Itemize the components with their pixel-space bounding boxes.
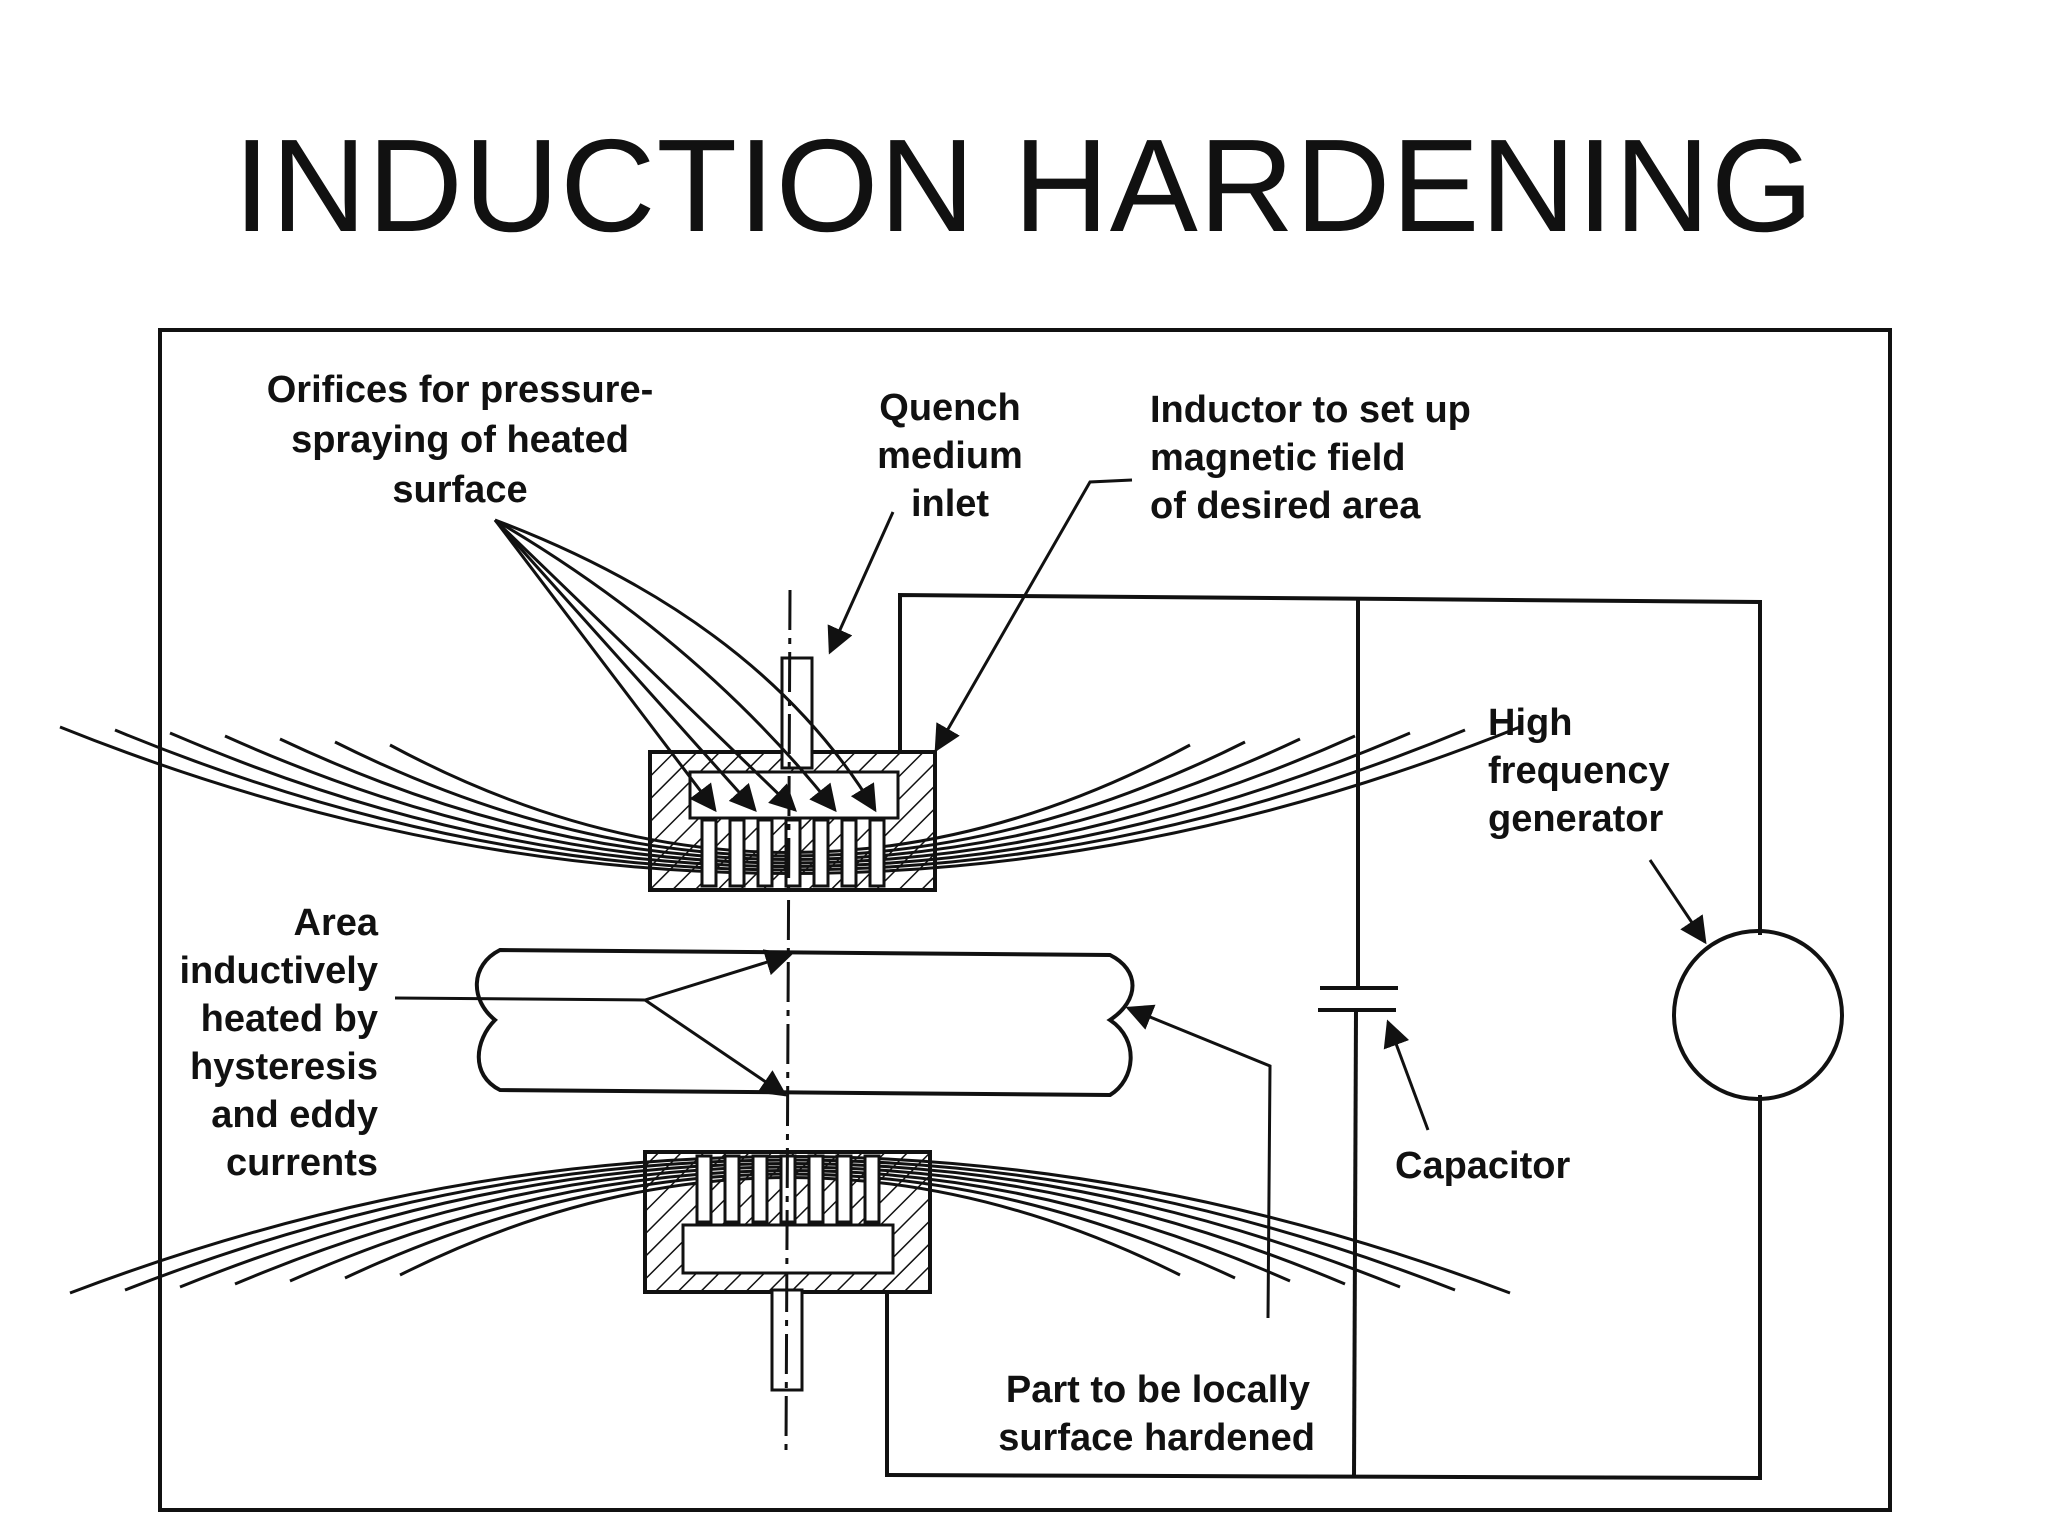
label-quench-line2: medium (877, 435, 1023, 477)
label-area-line6: currents (226, 1142, 378, 1184)
spray-orifice (728, 818, 746, 888)
spray-orifice (812, 818, 830, 888)
capacitor-symbol (1318, 986, 1398, 1012)
spray-orifice (807, 1154, 825, 1224)
center-axis (784, 589, 792, 1451)
label-orifices-line2: spraying of heated (291, 419, 629, 461)
spray-orifice (863, 1154, 881, 1224)
label-generator: High frequency generator (1488, 702, 1670, 840)
label-orifices-line3: surface (392, 469, 527, 511)
diagram-frame (158, 328, 1892, 1512)
label-generator-line2: frequency (1488, 750, 1670, 792)
label-generator-line1: High (1488, 702, 1572, 744)
spray-orifice (835, 1154, 853, 1224)
label-capacitor: Capacitor (1395, 1145, 1570, 1187)
label-area-line5: and eddy (211, 1094, 378, 1136)
label-inductor: Inductor to set up magnetic field of des… (1150, 389, 1471, 527)
label-inductor-line1: Inductor to set up (1150, 389, 1471, 431)
label-area-line1: Area (294, 902, 379, 944)
label-area: Area inductively heated by hysteresis an… (180, 902, 379, 1184)
label-part: Part to be locally surface hardened (998, 1369, 1315, 1459)
label-quench-line1: Quench (879, 387, 1020, 429)
label-quench: Quench medium inlet (877, 387, 1023, 525)
spray-orifice (700, 818, 718, 888)
label-inductor-line2: magnetic field (1150, 437, 1406, 479)
spray-orifice (840, 818, 858, 888)
spray-orifice (868, 818, 886, 888)
generator-symbol (1672, 929, 1844, 1101)
workpiece-shaft (474, 947, 1135, 1098)
spray-orifice (723, 1154, 741, 1224)
leader-arrows (394, 478, 1707, 1319)
page-title: INDUCTION HARDENING (233, 112, 1815, 259)
label-orifices: Orifices for pressure- spraying of heate… (267, 369, 653, 511)
spray-orifice (756, 818, 774, 888)
label-part-line1: Part to be locally (1006, 1369, 1310, 1411)
label-area-line3: heated by (201, 998, 378, 1040)
upper-inductor (648, 750, 937, 892)
label-inductor-line3: of desired area (1150, 485, 1421, 527)
spray-orifice (751, 1154, 769, 1224)
label-area-line4: hysteresis (190, 1046, 378, 1088)
label-area-line2: inductively (180, 950, 379, 992)
circuit-wires (885, 592, 1762, 1481)
label-quench-line3: inlet (911, 483, 989, 525)
label-orifices-line1: Orifices for pressure- (267, 369, 653, 411)
label-part-line2: surface hardened (998, 1417, 1315, 1459)
label-generator-line3: generator (1488, 798, 1663, 840)
spray-orifice (695, 1154, 713, 1224)
